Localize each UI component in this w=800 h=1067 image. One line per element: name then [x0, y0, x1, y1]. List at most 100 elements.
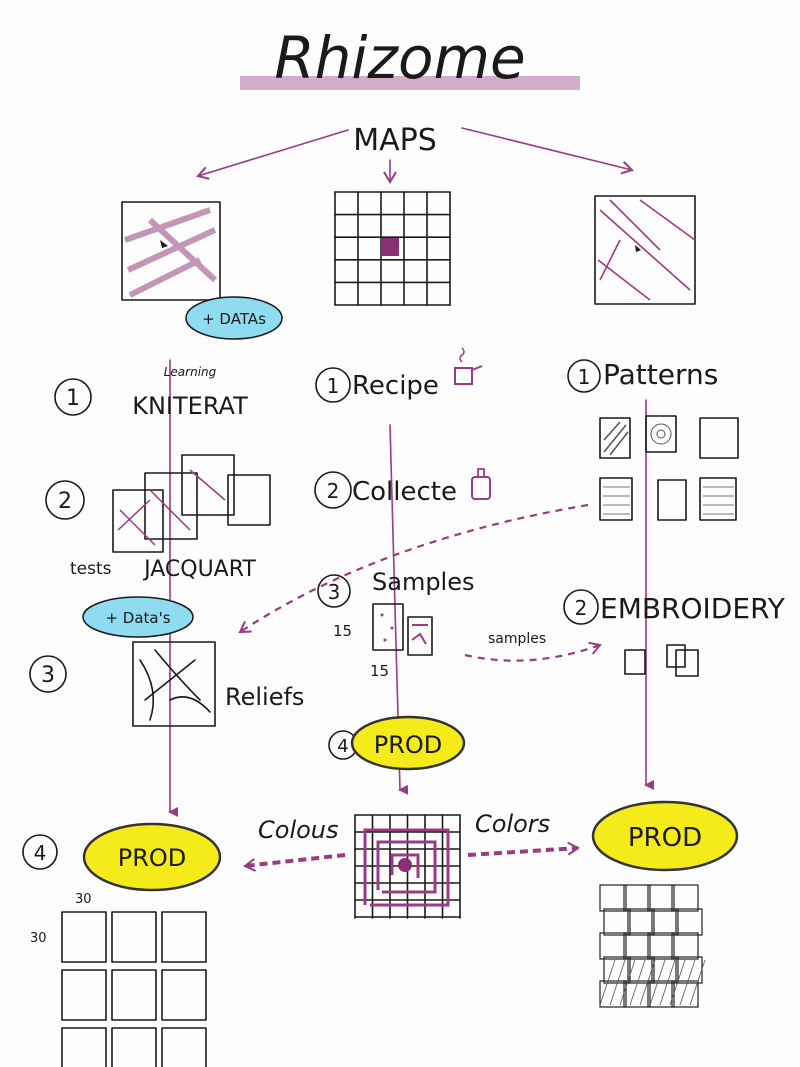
- arrow-maps-left: [196, 129, 349, 180]
- prod-badge-left: [82, 822, 222, 892]
- step-number: 1: [578, 365, 591, 389]
- reliefs-label: Reliefs: [225, 683, 304, 711]
- collage-hatch: [609, 959, 626, 1006]
- step-circle: [317, 574, 351, 608]
- colors-left-arrow: [243, 853, 346, 872]
- left-swatch-grid: [61, 911, 207, 1067]
- colors-right-label: Colors: [475, 810, 550, 838]
- swatch-square: [111, 969, 157, 1021]
- kniterat-label: KNITERAT: [132, 392, 248, 420]
- step-number: 3: [328, 580, 341, 604]
- pot-icon: [454, 347, 483, 385]
- collage-hatch: [679, 959, 696, 1006]
- map-middle-grid: [334, 191, 451, 306]
- pattern-circle: [656, 429, 666, 439]
- embroidery-swatches: [624, 644, 699, 677]
- sample-width-note: 15: [333, 622, 352, 640]
- step-circle: [315, 367, 351, 403]
- spiral: [363, 828, 450, 907]
- collage-square: [623, 884, 651, 912]
- samples-link-arrow: [464, 641, 602, 662]
- data-badge-label: + Data's: [105, 609, 170, 627]
- prod-label: PROD: [374, 731, 443, 759]
- pattern-circle: [650, 423, 672, 445]
- pattern-square: [599, 477, 633, 521]
- highlighted-cell: [381, 238, 399, 256]
- pattern-square: [599, 417, 631, 459]
- color-spiral-grid: [354, 814, 461, 919]
- step-circle: [563, 589, 599, 625]
- collage-square: [623, 932, 651, 960]
- step-circle: [29, 655, 67, 693]
- swatch-square: [111, 1027, 157, 1067]
- step-number: 4: [34, 841, 47, 865]
- swatch-square: [61, 1027, 107, 1067]
- collage-square: [647, 932, 675, 960]
- collage-square: [647, 884, 675, 912]
- prod-badge-middle: [350, 715, 466, 771]
- jacquard-samples-sketch: [112, 454, 271, 553]
- data-badge-label: + DATAs: [202, 310, 266, 328]
- pattern-square: [645, 415, 677, 453]
- swatch-square: [161, 1027, 207, 1067]
- step-number: 2: [575, 596, 588, 620]
- embroidery-collage: [599, 884, 706, 1008]
- data-badge: [82, 596, 194, 638]
- step-number: 2: [327, 479, 340, 503]
- collage-hatch: [659, 959, 676, 1006]
- pattern-square: [699, 417, 739, 459]
- swatch-square: [61, 969, 107, 1021]
- collage-hatch: [629, 959, 646, 1006]
- tests-note: tests: [70, 559, 112, 579]
- diagram-title: Rhizome: [274, 24, 525, 92]
- collage-square: [603, 908, 631, 936]
- sample-height-note: 15: [370, 662, 389, 680]
- step-number: 2: [58, 489, 72, 514]
- step-number: 1: [66, 386, 80, 411]
- map-right-sketch: [594, 195, 696, 305]
- swatch-square: [161, 969, 207, 1021]
- collage-square: [599, 884, 627, 912]
- collage-hatch: [599, 959, 616, 1006]
- spiral-center: [398, 858, 412, 872]
- step-number: 1: [327, 374, 340, 398]
- swatch-square: [61, 911, 107, 963]
- width-note: 30: [75, 892, 92, 907]
- collage-hatch: [669, 959, 686, 1006]
- pattern-square: [699, 477, 737, 521]
- patterns-label: Patterns: [603, 358, 718, 391]
- title-underline: [240, 76, 580, 90]
- collage-square: [603, 956, 631, 984]
- pattern-swatches: [599, 415, 739, 521]
- prod-label: PROD: [118, 844, 187, 872]
- pattern-square: [657, 479, 687, 521]
- step-number: 3: [41, 663, 55, 688]
- collage-hatch: [619, 959, 636, 1006]
- embroidery-label: EMBROIDERY: [600, 592, 786, 625]
- pattern-hatch: [603, 421, 629, 456]
- collage-square: [675, 908, 703, 936]
- step-number: 4: [337, 736, 348, 757]
- collage-square: [671, 980, 699, 1008]
- data-badge: [185, 296, 283, 340]
- step-circle: [45, 480, 85, 520]
- samples-label: Samples: [372, 568, 475, 596]
- prod-badge-right: [591, 800, 739, 872]
- prod-label: PROD: [628, 823, 702, 853]
- recipe-label: Recipe: [352, 371, 439, 401]
- collage-hatch: [689, 959, 706, 1006]
- collage-square: [627, 908, 655, 936]
- step-circle: [54, 378, 92, 416]
- learning-note: Learning: [164, 365, 217, 379]
- map-left-sketch: [121, 201, 221, 301]
- collage-square: [627, 956, 655, 984]
- colors-left-label: Colous: [258, 816, 339, 844]
- bag-icon: [471, 468, 491, 500]
- colors-right-arrow: [467, 841, 580, 857]
- collage-hatch: [649, 959, 666, 1006]
- collage-square: [599, 932, 627, 960]
- step-circle: [567, 359, 601, 393]
- collage-square: [671, 932, 699, 960]
- maps-node: MAPS: [353, 123, 437, 158]
